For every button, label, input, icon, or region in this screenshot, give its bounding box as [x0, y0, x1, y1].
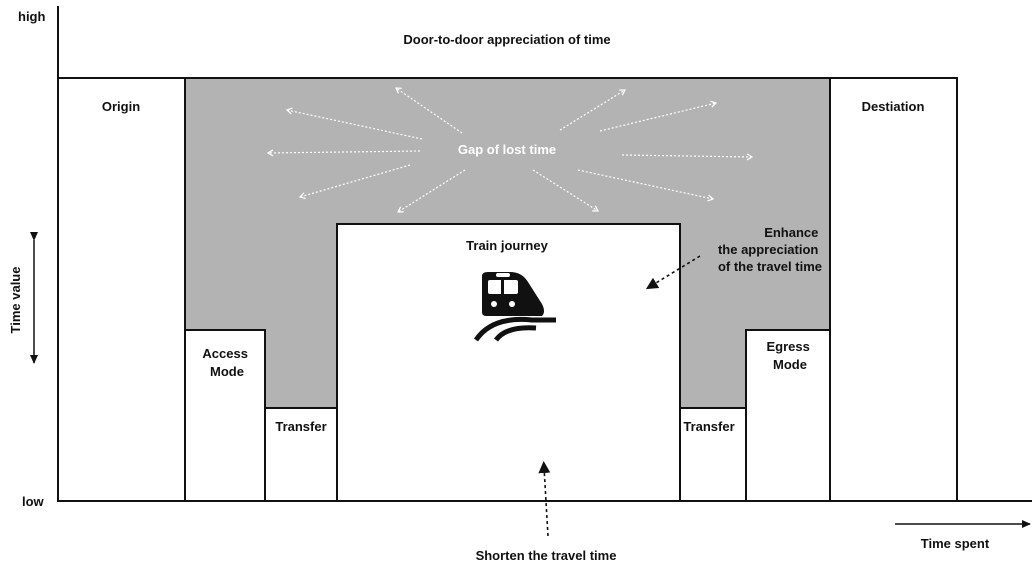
shorten-annotation: Shorten the travel time	[476, 548, 617, 563]
access-mode-box	[184, 329, 266, 502]
destination-label: Destiation	[862, 99, 925, 114]
radiating-arrow	[532, 169, 599, 212]
train-journey-label: Train journey	[466, 238, 548, 253]
radiating-arrow	[621, 153, 754, 161]
train-journey-box	[336, 223, 681, 502]
transfer-right-box	[679, 407, 747, 502]
egress-mode-box	[745, 329, 831, 502]
radiating-arrow	[298, 164, 411, 200]
train-icon	[473, 272, 556, 342]
x-axis-title: Time spent	[921, 536, 990, 551]
radiating-arrows	[266, 87, 754, 213]
access-mode-label: Access Mode	[202, 346, 251, 379]
radiating-arrow	[395, 87, 463, 134]
diagram-title: Door-to-door appreciation of time	[403, 32, 610, 47]
egress-mode-label: Egress Mode	[767, 339, 814, 372]
origin-box	[57, 77, 186, 502]
radiating-arrow	[559, 89, 626, 131]
radiating-arrow	[266, 149, 421, 157]
y-axis-high-label: high	[18, 9, 45, 24]
destination-box	[829, 77, 958, 502]
origin-label: Origin	[102, 99, 140, 114]
gap-label: Gap of lost time	[458, 142, 556, 157]
transfer-right-label: Transfer	[683, 419, 734, 434]
enhance-annotation: Enhance the appreciation of the travel t…	[718, 225, 822, 274]
y-axis-title: Time value	[8, 267, 23, 334]
radiating-arrow	[397, 169, 466, 213]
transfer-left-label: Transfer	[275, 419, 326, 434]
radiating-arrow	[285, 107, 423, 140]
y-axis-low-label: low	[22, 494, 45, 509]
radiating-arrow	[577, 169, 715, 202]
